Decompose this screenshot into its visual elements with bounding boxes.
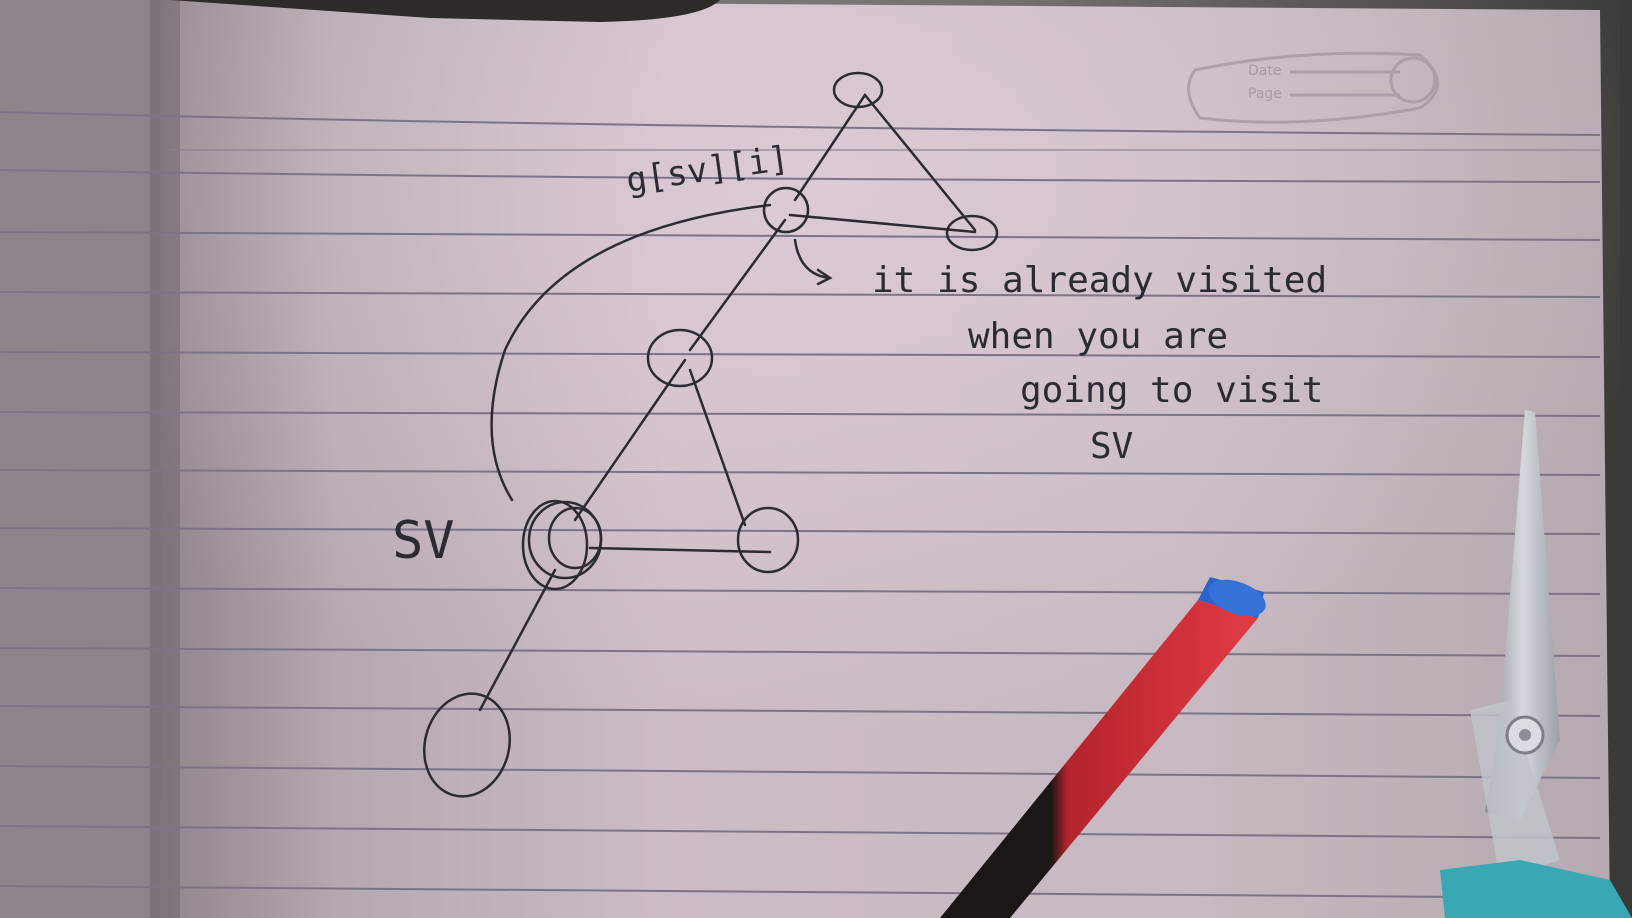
edge-a-to-c [688, 218, 787, 352]
graph-node-root [832, 71, 884, 109]
edge-sv-to-e [478, 568, 557, 712]
stamp-page-label: Page [1248, 86, 1282, 102]
edge-c-to-d [688, 368, 747, 527]
page-spine [150, 0, 180, 918]
light-glow [160, 0, 1620, 918]
note-arrow [793, 238, 832, 280]
graph-node-b [945, 214, 999, 252]
note-line-1: it is already visited [872, 260, 1327, 301]
left-page [0, 0, 175, 918]
edge-root-to-b [863, 93, 977, 232]
scissors [1440, 410, 1632, 918]
graph-node-d [736, 506, 800, 574]
graph-node-e [423, 692, 511, 798]
graph-node-a [762, 186, 810, 234]
label-start-node: SV [392, 511, 455, 571]
hand-drawn-graph [423, 71, 999, 798]
pencil [940, 577, 1266, 918]
edge-root-to-a [793, 93, 867, 202]
note-line-4: SV [1090, 426, 1133, 467]
scissors-handle [1440, 860, 1632, 918]
note-line-3: going to visit [1020, 370, 1323, 411]
edge-c-to-sv [573, 358, 687, 522]
graph-node-c [646, 328, 714, 388]
back-edge-curve [490, 203, 772, 502]
stamp-date-label: Date [1248, 63, 1281, 79]
top-object [170, 0, 720, 22]
date-page-stamp [1187, 51, 1439, 124]
note-line-2: when you are [968, 316, 1228, 357]
edge-a-to-b [788, 213, 977, 234]
